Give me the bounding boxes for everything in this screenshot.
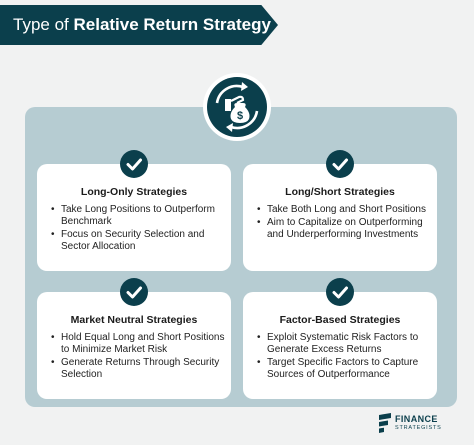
finance-strategists-logo: FINANCE STRATEGISTS	[378, 412, 458, 436]
list-item: Exploit Systematic Risk Factors to Gener…	[257, 332, 431, 356]
title-prefix: Type of	[13, 15, 74, 34]
card-title: Long/Short Strategies	[285, 186, 395, 198]
card-long-short: Long/Short Strategies Take Both Long and…	[243, 164, 437, 271]
card-title: Factor-Based Strategies	[279, 314, 401, 326]
list-item: Target Specific Factors to Capture Sourc…	[257, 357, 431, 381]
card-long-only: Long-Only Strategies Take Long Positions…	[37, 164, 231, 271]
list-item: Take Long Positions to Outperform Benchm…	[51, 204, 225, 228]
logo-text-finance: FINANCE	[395, 414, 438, 424]
list-item: Aim to Capitalize on Outperforming and U…	[257, 217, 431, 241]
money-bag-cycle-icon: $	[203, 73, 271, 141]
title-banner: Type of Relative Return Strategy	[0, 5, 278, 45]
list-item: Hold Equal Long and Short Positions to M…	[51, 332, 225, 356]
logo-mark-icon	[379, 413, 391, 433]
checkmark-icon	[120, 150, 148, 178]
bullet-list: Exploit Systematic Risk Factors to Gener…	[257, 332, 431, 382]
bullet-list: Take Both Long and Short Positions Aim t…	[257, 204, 431, 242]
svg-text:$: $	[237, 110, 243, 122]
checkmark-icon	[326, 278, 354, 306]
logo-text-strategists: STRATEGISTS	[395, 425, 442, 431]
list-item: Take Both Long and Short Positions	[257, 204, 431, 216]
bullet-list: Hold Equal Long and Short Positions to M…	[51, 332, 225, 382]
list-item: Focus on Security Selection and Sector A…	[51, 229, 225, 253]
card-title: Long-Only Strategies	[80, 186, 188, 198]
title-bold: Relative Return Strategy	[73, 15, 271, 34]
card-market-neutral: Market Neutral Strategies Hold Equal Lon…	[37, 292, 231, 399]
card-factor-based: Factor-Based Strategies Exploit Systemat…	[243, 292, 437, 399]
card-title: Market Neutral Strategies	[70, 314, 198, 326]
checkmark-icon	[120, 278, 148, 306]
list-item: Generate Returns Through Security Select…	[51, 357, 225, 381]
checkmark-icon	[326, 150, 354, 178]
bullet-list: Take Long Positions to Outperform Benchm…	[51, 204, 225, 254]
